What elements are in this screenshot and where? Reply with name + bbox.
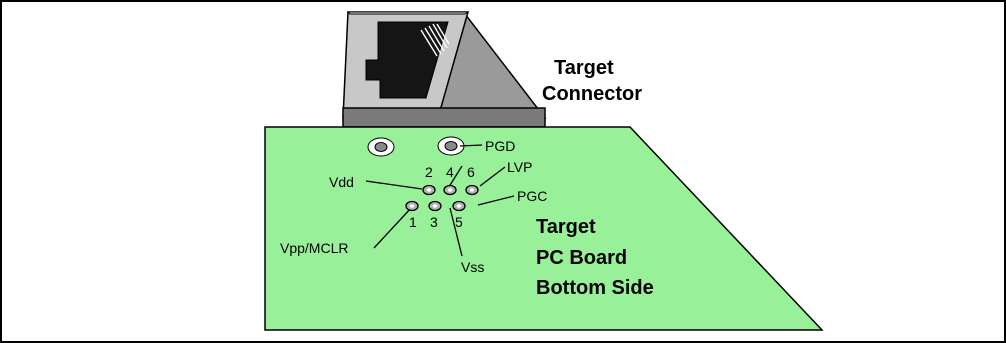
pin-number-4: 4 [446,164,454,180]
rj-connector-icon [342,11,547,128]
board-title-line3: Bottom Side [536,277,654,299]
board-title-line1: Target [536,216,596,238]
pin-number-1: 1 [409,214,417,230]
signal-label-vdd: Vdd [329,174,354,190]
pin-number-6: 6 [467,164,475,180]
mounting-hole-icon [367,137,395,157]
signal-label-vpp: Vpp/MCLR [280,240,348,256]
signal-label-pgd: PGD [485,138,515,154]
leader-lines [365,144,515,257]
connector-contacts [420,23,450,57]
pin-number-3: 3 [430,214,438,230]
pc-board [264,126,824,331]
board-title-line2: PC Board [536,247,627,269]
target-connector-title-line2: Connector [542,83,642,105]
target-connector-title-line1: Target [554,57,614,79]
connector-top [346,11,470,15]
pin-pad-holes [409,188,475,208]
pin-number-2: 2 [425,164,433,180]
pin-number-5: 5 [455,214,463,230]
signal-label-pgc: PGC [517,188,547,204]
mounting-hole-icon [437,136,465,156]
signal-label-lvp: LVP [507,159,532,175]
signal-label-vss: Vss [461,259,484,275]
connector-base [342,107,546,128]
